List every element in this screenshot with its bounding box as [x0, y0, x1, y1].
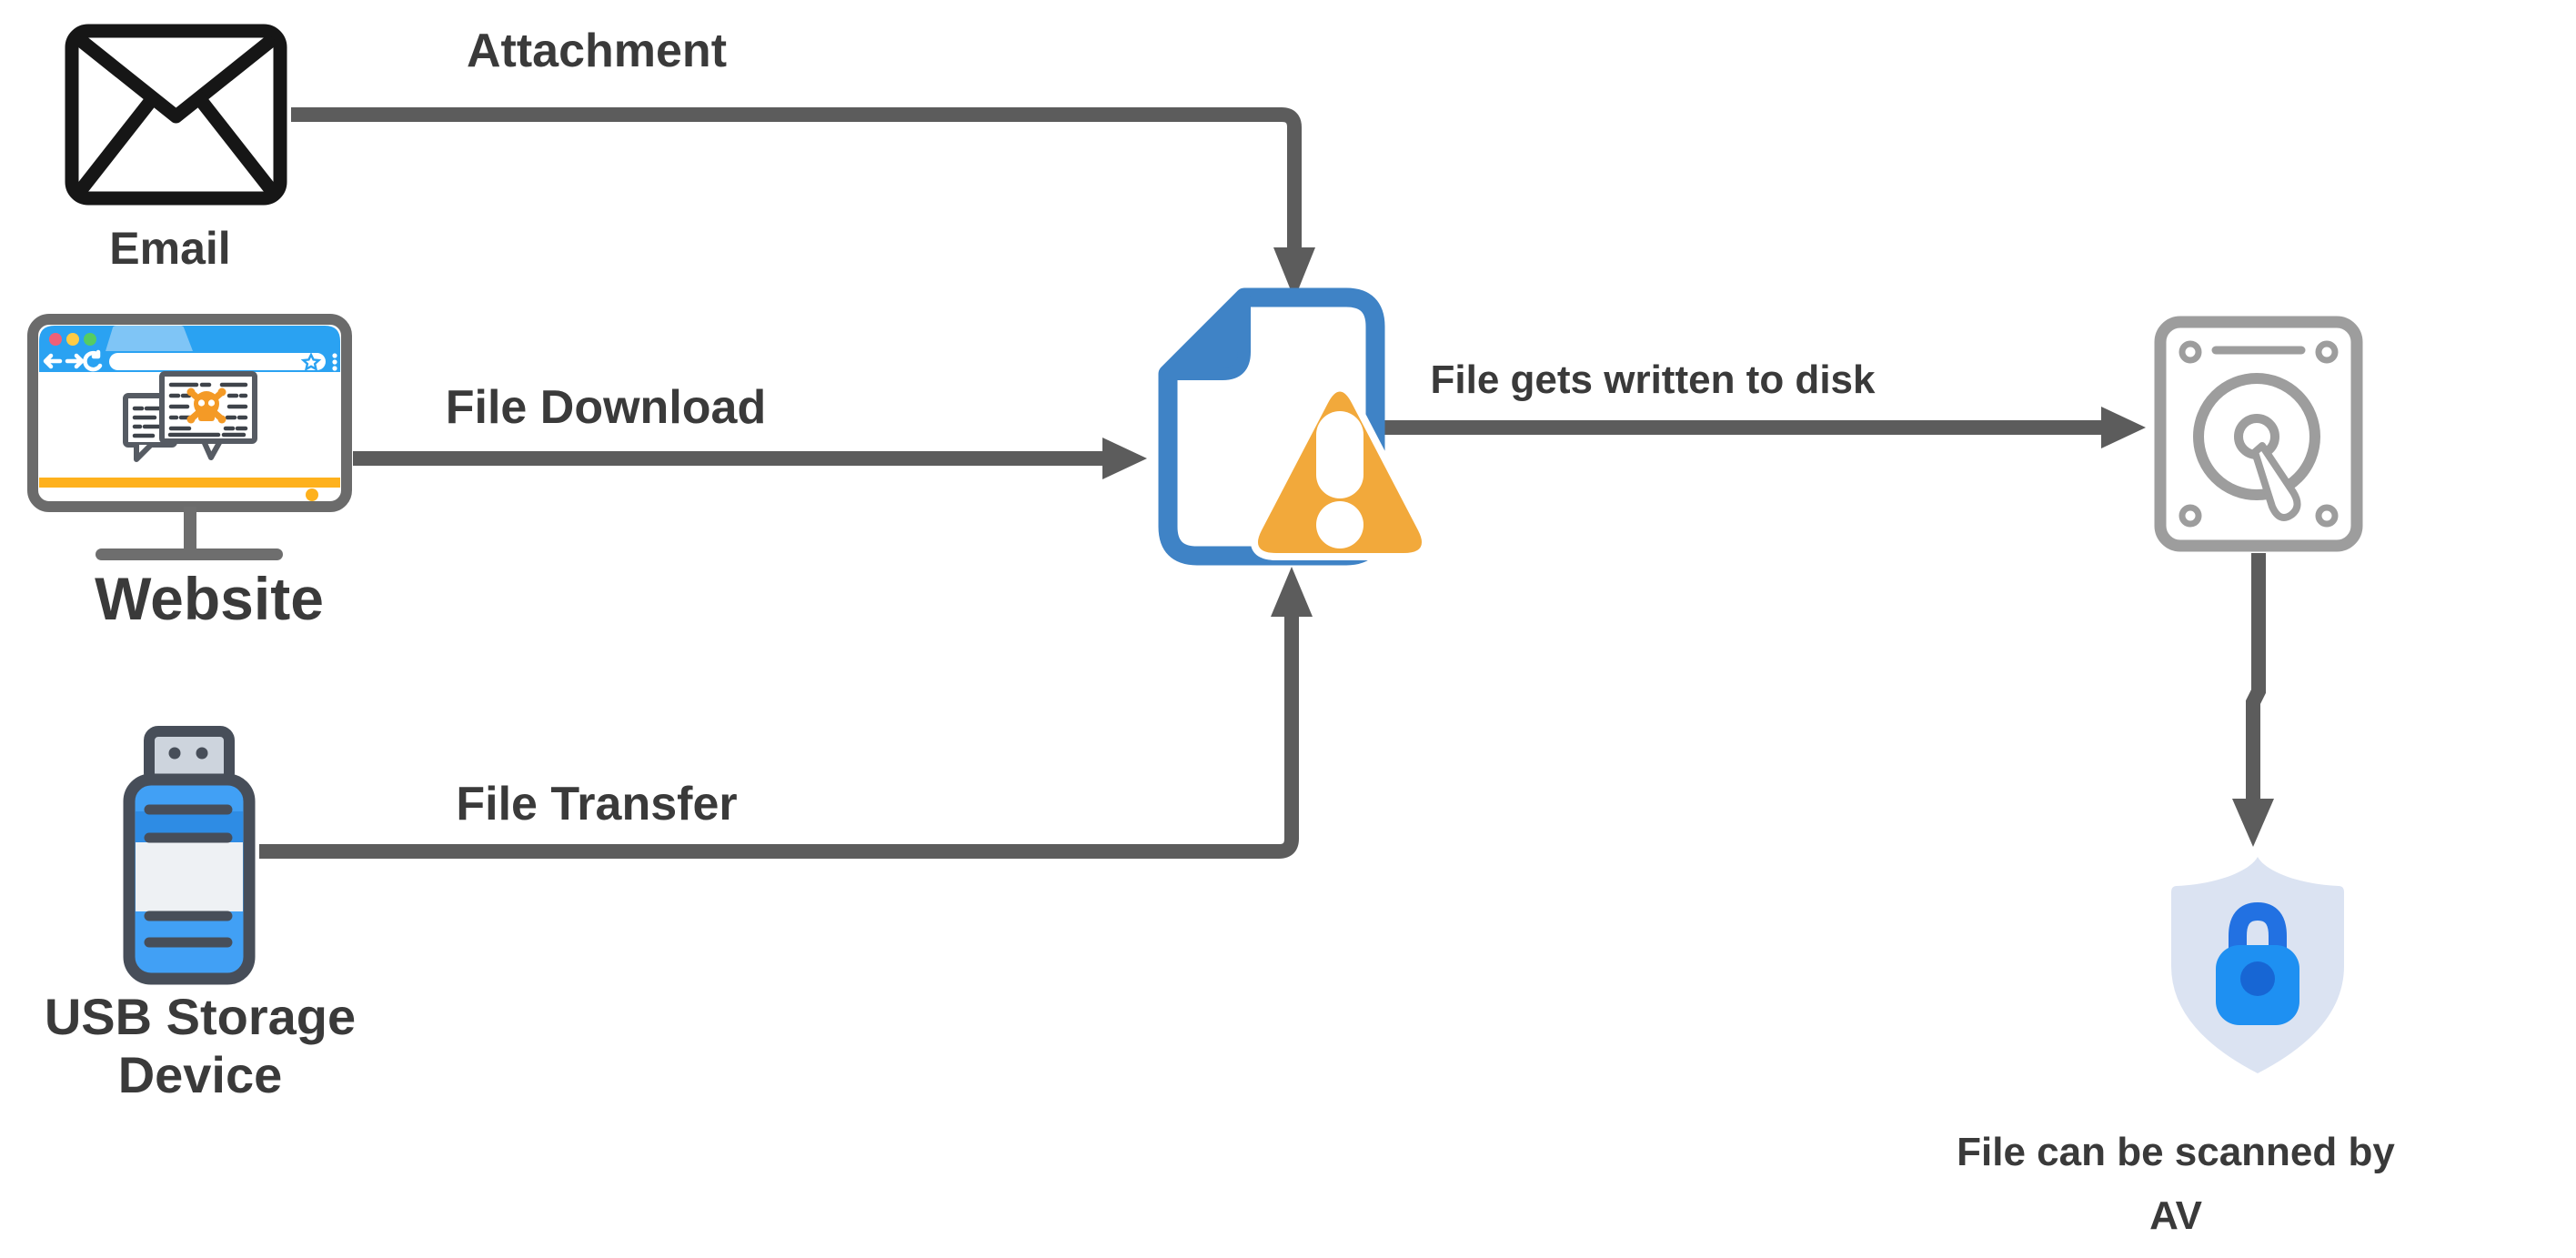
skull-crossbones-icon: [186, 387, 226, 424]
back-arrow-icon: [43, 353, 63, 369]
browser-menu-dots-icon: [332, 353, 337, 371]
website-node-label: Website: [95, 565, 324, 632]
file-warning-icon: [1158, 287, 1429, 566]
edge-label-file-download: File Download: [445, 381, 767, 434]
hard-drive-icon: [2154, 316, 2363, 552]
edge-disk-to-shield: [2246, 553, 2266, 800]
lock-shackle: [2229, 901, 2287, 952]
edge-label-file-written-to-disk: File gets written to disk: [1430, 357, 1876, 402]
edge-usb-to-file: [259, 615, 1299, 859]
email-node-label: Email: [109, 223, 231, 274]
refresh-icon: [83, 349, 103, 372]
usb-node-label: USB Storage Device: [44, 988, 357, 1104]
edge-email-to-file: [291, 107, 1302, 249]
edge-label-file-transfer: File Transfer: [456, 778, 738, 830]
arrowhead-website-to-file: [1102, 438, 1147, 479]
usb-drive-icon: [123, 726, 256, 985]
browser-tab: [106, 326, 193, 351]
forward-arrow-icon: [65, 353, 85, 369]
antivirus-node-label: File can be scanned by AV: [1957, 1130, 2395, 1239]
folded-corner: [1162, 291, 1251, 380]
malicious-page-content: [123, 371, 257, 462]
lock-keyhole: [2240, 961, 2275, 996]
arrowhead-usb-to-file: [1271, 567, 1313, 617]
arrowhead-disk-to-shield: [2232, 799, 2274, 847]
monitor-base: [96, 548, 283, 560]
shield-lock-icon: [2171, 857, 2344, 1073]
browser-header: [39, 326, 340, 372]
address-bar: [109, 353, 326, 370]
monitor-stand: [184, 507, 196, 552]
arrowhead-email-to-file: [1273, 247, 1315, 299]
edge-label-attachment: Attachment: [466, 25, 728, 77]
browser-monitor-icon: [27, 314, 352, 560]
envelope-icon: [65, 24, 287, 206]
arrowhead-file-to-disk: [2101, 407, 2146, 448]
disk-read-arm: [2251, 442, 2301, 521]
bookmark-star-icon: [300, 352, 322, 372]
